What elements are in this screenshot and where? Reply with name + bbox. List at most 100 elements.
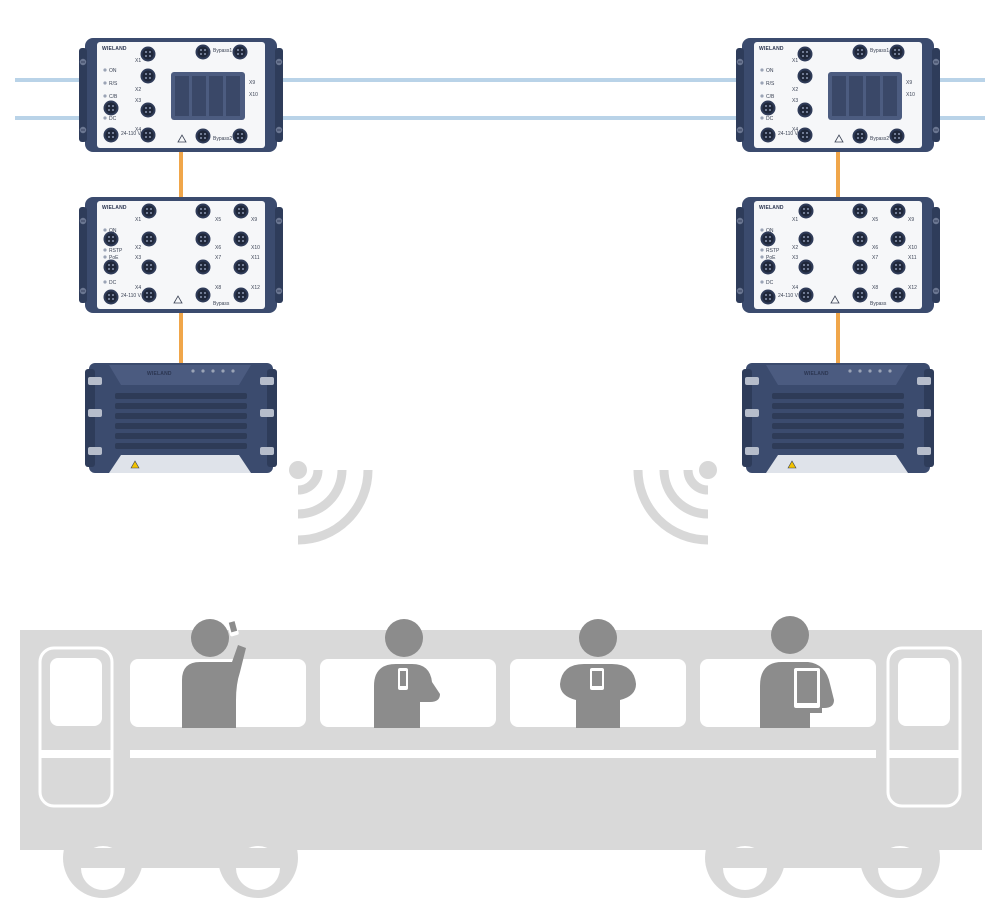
port-x4[interactable] — [141, 287, 157, 303]
train-door-left — [38, 646, 114, 808]
svg-text:X2: X2 — [135, 245, 141, 251]
status-leds: ON R/S C/B DC — [760, 68, 775, 122]
console-port-2[interactable] — [103, 259, 119, 275]
svg-text:X8: X8 — [215, 285, 221, 291]
access-point-right: WIELAND — [742, 363, 934, 473]
port-x5[interactable] — [852, 203, 868, 219]
access-switch-left: WIELAND ON RSTP PoE DC 24-110 V DC X1 X2 — [79, 197, 283, 313]
access-switch-right: WIELAND ON RSTP PoE DC 24-110 V DC X1 X2 — [736, 197, 940, 313]
port-x7[interactable] — [852, 259, 868, 275]
svg-text:RSTP: RSTP — [766, 248, 780, 254]
svg-text:24-110 V DC: 24-110 V DC — [778, 131, 807, 137]
port-x8[interactable] — [852, 287, 868, 303]
port-x2[interactable] — [141, 231, 157, 247]
svg-text:X11: X11 — [908, 255, 917, 261]
port-x5[interactable] — [195, 44, 211, 60]
passenger-laptop — [760, 616, 834, 728]
port-grid: X1 X2 X3 X4 X5 X6 X7 X8 X9 X10 X11 X12 — [792, 203, 917, 303]
port-x6[interactable] — [852, 231, 868, 247]
port-x12[interactable] — [233, 287, 249, 303]
warning-triangle-icon — [177, 134, 187, 143]
port-x3[interactable] — [797, 102, 813, 118]
power-connector[interactable] — [103, 127, 119, 143]
port-x1[interactable] — [140, 46, 156, 62]
console-port-2[interactable] — [760, 259, 776, 275]
port-x4[interactable] — [797, 127, 813, 143]
train-door-right — [886, 646, 962, 808]
svg-text:ON: ON — [109, 68, 117, 74]
svg-text:DC: DC — [766, 116, 774, 122]
port-x7[interactable] — [195, 128, 211, 144]
power-connector[interactable] — [103, 289, 119, 305]
port-group: X1 X2 X3 X4 — [792, 46, 813, 143]
port-x8[interactable] — [232, 128, 248, 144]
port-x8[interactable] — [195, 287, 211, 303]
port-x5[interactable] — [852, 44, 868, 60]
port-x2[interactable] — [797, 68, 813, 84]
switch-module — [828, 72, 902, 120]
svg-text:X5: X5 — [215, 217, 221, 223]
status-leds: ON RSTP PoE DC — [103, 228, 123, 286]
port-x1[interactable] — [797, 46, 813, 62]
brand-logo: WIELAND — [759, 205, 784, 211]
svg-text:X3: X3 — [135, 255, 141, 261]
brand-logo: WIELAND — [759, 46, 784, 52]
port-x6[interactable] — [232, 44, 248, 60]
ap-cooling-fins — [772, 393, 904, 449]
port-x4[interactable] — [140, 127, 156, 143]
port-x3[interactable] — [140, 102, 156, 118]
svg-text:X4: X4 — [135, 285, 141, 291]
svg-text:X9: X9 — [908, 217, 914, 223]
passenger-tablet — [560, 619, 636, 728]
ap-top-face — [109, 365, 251, 385]
port-x2[interactable] — [798, 231, 814, 247]
port-x9[interactable] — [890, 203, 906, 219]
backbone-switch-right: WIELAND ON R/S C/B DC 24-110 V DC X1 X2 … — [736, 38, 940, 152]
svg-text:X2: X2 — [792, 87, 798, 93]
svg-text:X3: X3 — [135, 98, 141, 104]
port-x11[interactable] — [233, 259, 249, 275]
svg-text:X7: X7 — [872, 255, 878, 261]
port-x1[interactable] — [141, 203, 157, 219]
svg-text:24-110 V DC: 24-110 V DC — [778, 293, 807, 299]
svg-text:X8: X8 — [872, 285, 878, 291]
port-x7[interactable] — [195, 259, 211, 275]
port-x3[interactable] — [141, 259, 157, 275]
port-x3[interactable] — [798, 259, 814, 275]
power-connector[interactable] — [760, 289, 776, 305]
svg-text:C/B: C/B — [766, 94, 775, 100]
power-connector[interactable] — [760, 127, 776, 143]
svg-text:PoE: PoE — [766, 255, 776, 261]
console-port[interactable] — [103, 100, 119, 116]
svg-text:Bypass1: Bypass1 — [870, 48, 889, 54]
port-x7[interactable] — [852, 128, 868, 144]
svg-text:DC: DC — [766, 280, 774, 286]
console-port[interactable] — [760, 231, 776, 247]
port-x12[interactable] — [890, 287, 906, 303]
svg-text:ON: ON — [766, 68, 774, 74]
svg-text:X1: X1 — [792, 58, 798, 64]
port-x10[interactable] — [890, 231, 906, 247]
port-x8[interactable] — [889, 128, 905, 144]
svg-text:Bypass1: Bypass1 — [213, 48, 232, 54]
port-x9[interactable] — [233, 203, 249, 219]
svg-text:X2: X2 — [792, 245, 798, 251]
switch-face — [754, 201, 922, 309]
svg-text:24-110 V DC: 24-110 V DC — [121, 131, 150, 137]
port-x6[interactable] — [889, 44, 905, 60]
port-x10[interactable] — [233, 231, 249, 247]
svg-text:R/S: R/S — [109, 81, 118, 87]
port-x6[interactable] — [195, 231, 211, 247]
brand-logo: WIELAND — [102, 46, 127, 52]
port-x5[interactable] — [195, 203, 211, 219]
warning-triangle-icon — [173, 295, 183, 304]
svg-text:Bypass2: Bypass2 — [213, 136, 232, 142]
port-x4[interactable] — [798, 287, 814, 303]
port-x1[interactable] — [798, 203, 814, 219]
console-port[interactable] — [760, 100, 776, 116]
antenna-connectors — [745, 377, 931, 455]
svg-text:X12: X12 — [908, 285, 917, 291]
port-x11[interactable] — [890, 259, 906, 275]
port-x2[interactable] — [140, 68, 156, 84]
console-port[interactable] — [103, 231, 119, 247]
